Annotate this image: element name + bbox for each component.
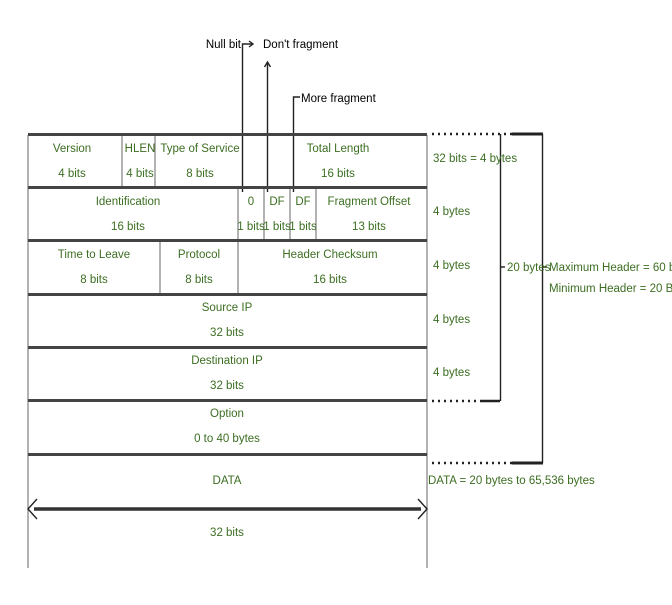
time-to-leave-field: Time to Leave xyxy=(58,249,130,261)
header-table: Version 4 bits HLEN 4 bits Type of Servi… xyxy=(27,133,428,568)
null-bit-pointer xyxy=(241,43,252,192)
null-bit-arrowhead-icon xyxy=(248,40,255,48)
width-arrow-left-icon xyxy=(27,498,38,520)
row-size-5: 4 bytes xyxy=(433,367,470,379)
row-size-2: 4 bytes xyxy=(433,206,470,218)
df-field: DF xyxy=(269,196,284,208)
source-ip-field: Source IP xyxy=(202,302,253,314)
flag-annotations: Null bit Don't fragment More fragment xyxy=(206,39,377,192)
max-header-label: Maximum Header = 60 bytes xyxy=(549,262,672,274)
row-5: Destination IP 32 bits xyxy=(191,355,263,392)
null-bit-label: Null bit xyxy=(206,39,242,51)
header-checksum-field: Header Checksum xyxy=(282,249,377,261)
destination-ip-size: 32 bits xyxy=(210,380,244,392)
row-3: Time to Leave 8 bits Protocol 8 bits Hea… xyxy=(58,249,378,286)
time-to-leave-size: 8 bits xyxy=(80,274,108,286)
hlen-field: HLEN xyxy=(125,143,156,155)
option-field: Option xyxy=(210,408,244,420)
hlen-size: 4 bits xyxy=(126,168,154,180)
dont-fragment-arrowhead-icon xyxy=(263,60,272,68)
size-annotations: 32 bits = 4 bytes 4 bytes 4 bytes 4 byte… xyxy=(428,132,672,487)
fixed-header-label: 20 bytes xyxy=(507,262,551,274)
null-bit-field: 0 xyxy=(248,196,254,208)
width-arrow-right-icon xyxy=(417,498,428,520)
identification-field: Identification xyxy=(96,196,161,208)
row-size-1: 32 bits = 4 bytes xyxy=(433,153,517,165)
null-bit-size: 1 bits xyxy=(237,221,265,233)
destination-ip-field: Destination IP xyxy=(191,355,263,367)
type-of-service-field: Type of Service xyxy=(160,143,239,155)
protocol-size: 8 bits xyxy=(185,274,213,286)
version-field: Version xyxy=(53,143,91,155)
mf-field: DF xyxy=(295,196,310,208)
row-6: Option 0 to 40 bytes xyxy=(194,408,260,445)
data-size-label: DATA = 20 bytes to 65,536 bytes xyxy=(428,475,595,487)
row-2: Identification 16 bits 0 1 bits DF 1 bit… xyxy=(96,196,412,233)
fragment-offset-field: Fragment Offset xyxy=(328,196,412,208)
total-length-size: 16 bits xyxy=(321,168,355,180)
row-1: Version 4 bits HLEN 4 bits Type of Servi… xyxy=(53,143,370,180)
mf-size: 1 bits xyxy=(289,221,317,233)
more-fragment-label: More fragment xyxy=(301,93,377,105)
row-size-3: 4 bytes xyxy=(433,260,470,272)
min-header-label: Minimum Header = 20 B xyxy=(549,283,672,295)
dont-fragment-label: Don't fragment xyxy=(263,39,339,51)
row-4: Source IP 32 bits xyxy=(202,302,253,339)
fragment-offset-size: 13 bits xyxy=(352,221,386,233)
row-size-4: 4 bytes xyxy=(433,314,470,326)
width-label: 32 bits xyxy=(210,527,244,539)
total-length-field: Total Length xyxy=(307,143,370,155)
identification-size: 16 bits xyxy=(111,221,145,233)
more-fragment-pointer xyxy=(292,96,300,192)
data-field: DATA xyxy=(213,475,242,487)
type-of-service-size: 8 bits xyxy=(186,168,214,180)
header-checksum-size: 16 bits xyxy=(313,274,347,286)
protocol-field: Protocol xyxy=(178,249,220,261)
source-ip-size: 32 bits xyxy=(210,327,244,339)
version-size: 4 bits xyxy=(58,168,86,180)
option-size: 0 to 40 bytes xyxy=(194,433,260,445)
df-size: 1 bits xyxy=(263,221,291,233)
